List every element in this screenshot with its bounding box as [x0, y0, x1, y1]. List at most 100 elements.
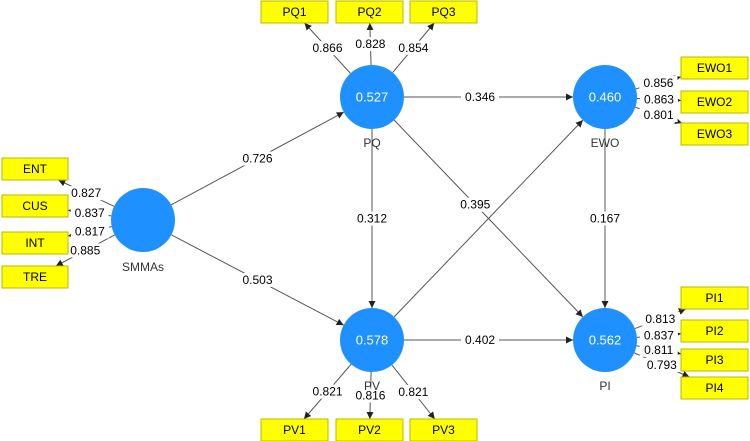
loading-PI4: 0.793: [642, 357, 681, 372]
indicator-box: [409, 418, 478, 441]
loading-EWO3-text: 0.801: [644, 108, 674, 122]
indicator-label: CUS: [22, 199, 47, 213]
latent-circle: [340, 308, 404, 372]
loading-ENT: 0.827: [67, 186, 106, 201]
path-coef-PQ-PI: 0.395: [456, 197, 495, 212]
loading-INT: 0.817: [70, 224, 109, 239]
loading-ENT-text: 0.827: [71, 186, 101, 200]
loading-PV3-text: 0.821: [398, 385, 428, 399]
indicator-PQ1[interactable]: PQ1: [260, 0, 329, 24]
indicator-label: PQ2: [357, 5, 381, 19]
loading-INT-text: 0.817: [75, 224, 105, 238]
indicator-PV3[interactable]: PV3: [409, 418, 478, 441]
indicator-label: EWO1: [697, 61, 733, 75]
latent-r2: 0.562: [589, 333, 622, 348]
indicator-PI4[interactable]: PI4: [680, 376, 749, 400]
indicator-EWO1[interactable]: EWO1: [680, 56, 749, 80]
path-PV-EWO: [393, 119, 584, 318]
loading-PQ2-text: 0.828: [355, 37, 385, 51]
indicator-box: [260, 418, 329, 441]
indicator-PQ2[interactable]: PQ2: [335, 0, 404, 24]
loading-PI3-text: 0.811: [644, 343, 673, 357]
path-coef-SMMAs-PV: 0.503: [238, 273, 277, 287]
path-coef-SMMAs-PQ-text: 0.726: [242, 152, 272, 166]
path-coef-PQ-PV-text: 0.312: [357, 212, 387, 226]
indicator-PV2[interactable]: PV2: [335, 418, 404, 441]
indicator-ENT[interactable]: ENT: [1, 157, 69, 181]
latent-name: PV: [364, 379, 380, 393]
latent-circle: [573, 308, 637, 372]
loading-TRE: 0.885: [66, 243, 105, 258]
indicator-box: [1, 194, 69, 218]
indicator-CUS[interactable]: CUS: [1, 194, 69, 218]
loading-PI2: 0.837: [639, 328, 678, 343]
indicator-EWO2[interactable]: EWO2: [680, 90, 749, 114]
path-coef-EWO-PI: 0.167: [586, 211, 624, 226]
indicator-label: EWO2: [697, 95, 733, 109]
indicator-EWO3[interactable]: EWO3: [680, 122, 749, 146]
path-coef-PQ-EWO-text: 0.346: [465, 90, 495, 104]
indicator-label: ENT: [23, 162, 48, 176]
indicator-box: [680, 319, 749, 343]
loading-PV2: 0.816: [351, 388, 390, 403]
indicator-box: [335, 0, 404, 24]
indicator-box: [260, 0, 329, 24]
loading-PQ1: 0.866: [308, 41, 347, 56]
loading-CUS: 0.837: [70, 206, 109, 221]
indicator-label: EWO3: [697, 127, 733, 141]
indicator-label: PQ1: [282, 5, 306, 19]
indicator-box: [680, 376, 749, 400]
loading-CUS-text: 0.837: [75, 206, 105, 220]
indicator-label: PI1: [705, 291, 723, 305]
indicator-box: [1, 157, 69, 181]
loading-EWO1-text: 0.856: [643, 76, 673, 90]
indicator-label: PV3: [432, 423, 455, 437]
latent-name: EWO: [591, 136, 620, 150]
indicator-label: PQ3: [431, 5, 455, 19]
loading-TRE-text: 0.885: [70, 243, 100, 257]
loading-EWO2: 0.863: [639, 92, 678, 107]
path-coef-PQ-PI-text: 0.395: [460, 198, 490, 212]
indicator-PQ3[interactable]: PQ3: [409, 0, 478, 24]
indicator-label: INT: [25, 236, 45, 250]
indicator-box: [1, 265, 69, 289]
indicator-box: [680, 90, 749, 114]
latent-SMMAs[interactable]: SMMAs: [111, 188, 175, 274]
indicator-label: TRE: [23, 270, 47, 284]
indicator-PI2[interactable]: PI2: [680, 319, 749, 343]
path-coef-SMMAs-PQ: 0.726: [238, 151, 277, 166]
loading-EWO3: 0.801: [639, 108, 678, 123]
indicator-box: [680, 286, 749, 310]
indicator-PV1[interactable]: PV1: [260, 418, 329, 441]
latent-name: PI: [599, 379, 610, 393]
indicator-label: PI2: [705, 324, 723, 338]
latent-name: PQ: [363, 136, 380, 150]
loading-PI2-text: 0.837: [644, 329, 674, 343]
path-coef-SMMAs-PV-text: 0.503: [242, 273, 272, 287]
latent-circle: [573, 65, 637, 129]
loading-PV1: 0.821: [308, 384, 347, 399]
indicator-box: [680, 122, 749, 146]
path-coef-PQ-PV: 0.312: [353, 211, 391, 226]
latent-circle: [340, 65, 404, 129]
loading-PV2-text: 0.816: [355, 388, 385, 402]
loading-PQ3-text: 0.854: [398, 41, 428, 55]
latent-name: SMMAs: [122, 260, 164, 274]
path-coef-PV-PI-text: 0.402: [465, 333, 495, 347]
indicator-box: [1, 231, 69, 255]
indicator-TRE[interactable]: TRE: [1, 265, 69, 289]
indicator-PI1[interactable]: PI1: [680, 286, 749, 310]
latent-circle: [111, 188, 175, 252]
indicator-box: [409, 0, 478, 24]
indicator-INT[interactable]: INT: [1, 231, 69, 255]
indicator-box: [335, 418, 404, 441]
indicator-PI3[interactable]: PI3: [680, 348, 749, 372]
indicator-label: PI3: [705, 353, 723, 367]
latent-r2: 0.460: [589, 90, 622, 105]
